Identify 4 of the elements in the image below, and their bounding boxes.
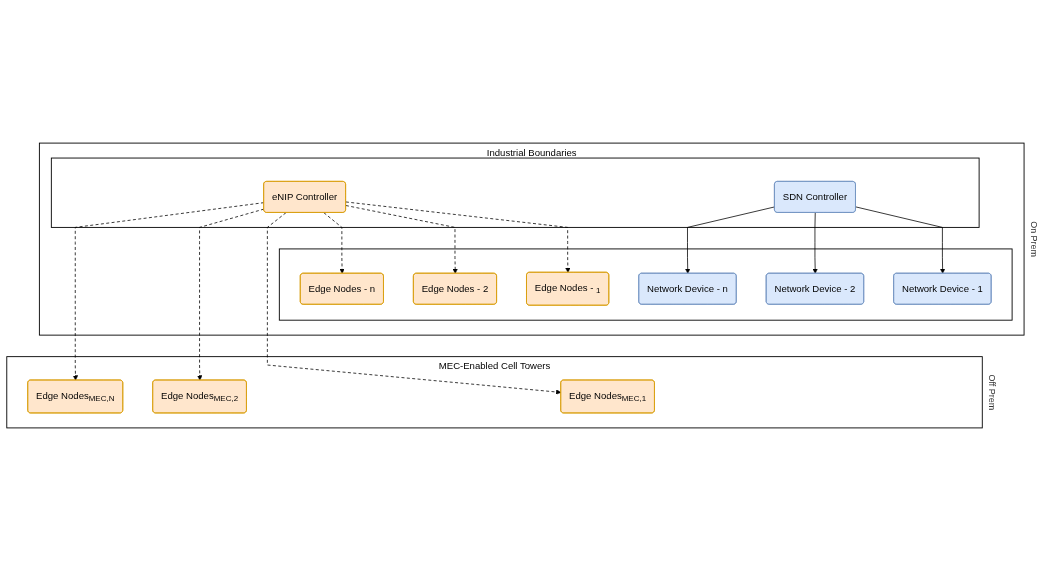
cluster xyxy=(50,157,980,228)
side-label: On Prem xyxy=(1029,221,1040,257)
cluster xyxy=(278,248,1013,321)
side-label: Off Prem xyxy=(987,374,998,411)
